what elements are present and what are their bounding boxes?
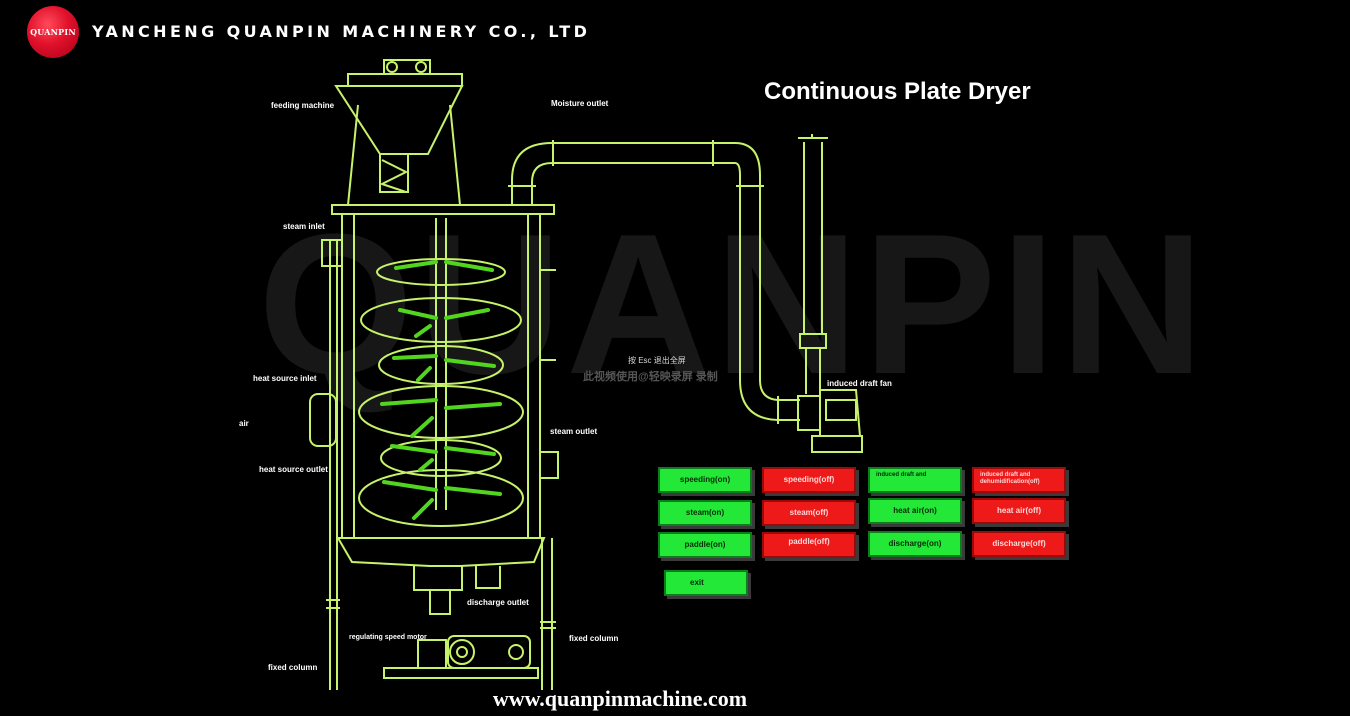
discharge-neck <box>429 590 451 615</box>
paddles <box>380 260 502 520</box>
label-steam-outlet: steam outlet <box>550 427 598 436</box>
plate-3 <box>378 345 504 385</box>
moisture-pipe-inner <box>531 162 741 380</box>
left-column <box>329 240 338 690</box>
speeding-on-button[interactable]: speeding(on) <box>658 467 752 493</box>
pipe-elbow <box>739 379 800 421</box>
discharge-box <box>413 566 463 591</box>
central-shaft <box>435 218 447 510</box>
hopper-top <box>347 73 463 87</box>
exhaust-stack <box>803 142 823 334</box>
stack-cap <box>798 134 828 139</box>
induced-draft-on-button[interactable]: induced draft and <box>868 467 962 493</box>
stack-lower <box>805 348 821 394</box>
belt-guard <box>447 635 531 669</box>
label-air: air <box>239 419 249 428</box>
feed-tube <box>379 154 409 193</box>
company-logo: QUANPIN <box>27 6 79 58</box>
stack-flange <box>799 333 827 349</box>
heat-source-cylinder <box>309 393 337 447</box>
logo-text: QUANPIN <box>30 27 76 37</box>
label-fixed-column-left: fixed column <box>268 663 318 672</box>
vessel-walls <box>341 214 541 538</box>
discharge-off-button[interactable]: discharge(off) <box>972 531 1066 557</box>
label-moisture-outlet: Moisture outlet <box>551 99 609 108</box>
recording-notice: 此视频使用@轻映录屏 录制 <box>583 371 718 383</box>
hopper-frame <box>347 104 461 206</box>
plate-6 <box>358 469 524 527</box>
steam-off-button[interactable]: steam(off) <box>762 500 856 526</box>
plate-2 <box>360 297 522 343</box>
heat-air-on-button[interactable]: heat air(on) <box>868 498 962 524</box>
vessel-inner-walls <box>353 214 529 538</box>
motor-pulley <box>449 639 475 665</box>
steam-inlet-nozzle <box>321 239 343 267</box>
fan-base <box>811 435 863 453</box>
column-band <box>540 621 556 629</box>
feeder-pulley <box>415 61 427 73</box>
label-feeding-machine: feeding machine <box>271 101 335 110</box>
vessel-cone <box>336 537 546 567</box>
regulating-motor <box>417 639 447 669</box>
belt-pulley <box>508 644 524 660</box>
right-column <box>541 538 553 690</box>
motor-hub <box>456 646 468 658</box>
plate-1 <box>376 258 506 286</box>
feed-screw <box>379 159 409 193</box>
pipe-flanges <box>508 140 764 187</box>
top-flange <box>331 204 555 215</box>
label-heat-source-outlet: heat source outlet <box>259 465 328 474</box>
feeder-pulley <box>386 61 398 73</box>
steam-tie <box>540 269 556 361</box>
label-heat-source-inlet: heat source inlet <box>253 374 317 383</box>
paddle-on-button[interactable]: paddle(on) <box>658 532 752 558</box>
discharge-on-button[interactable]: discharge(on) <box>868 531 962 557</box>
label-fixed-column-right: fixed column <box>569 634 619 643</box>
exit-button[interactable]: exit <box>664 570 748 596</box>
feeder-motor <box>383 59 431 75</box>
moisture-pipe-outer <box>511 142 761 380</box>
label-regulating-speed-motor: regulating speed motor <box>349 634 427 641</box>
label-steam-inlet: steam inlet <box>283 222 325 231</box>
label-induced-draft-fan: induced draft fan <box>827 379 892 388</box>
label-discharge-outlet: discharge outlet <box>467 598 529 607</box>
paddle-off-button[interactable]: paddle(off) <box>762 532 856 558</box>
steam-outlet-nozzle <box>540 451 559 479</box>
page-title: Continuous Plate Dryer <box>764 78 1031 105</box>
column-band <box>326 599 340 609</box>
motor-base <box>383 667 539 679</box>
induced-draft-off-button[interactable]: induced draft and dehumidification(off) <box>972 467 1066 493</box>
plate-4 <box>358 385 524 439</box>
fan-inlet <box>797 395 821 431</box>
speeding-off-button[interactable]: speeding(off) <box>762 467 856 493</box>
quanpin-watermark: QUANPIN <box>258 193 1209 416</box>
steam-on-button[interactable]: steam(on) <box>658 500 752 526</box>
feeding-hopper <box>334 85 464 155</box>
discharge-support <box>475 566 501 589</box>
heat-air-off-button[interactable]: heat air(off) <box>972 498 1066 524</box>
fullscreen-hint: 按 Esc 退出全屏 <box>628 356 686 365</box>
fan-motor <box>825 399 857 421</box>
company-name: YANCHENG QUANPIN MACHINERY CO., LTD <box>92 22 591 41</box>
website-url: www.quanpinmachine.com <box>492 686 748 711</box>
plate-5 <box>380 439 502 477</box>
